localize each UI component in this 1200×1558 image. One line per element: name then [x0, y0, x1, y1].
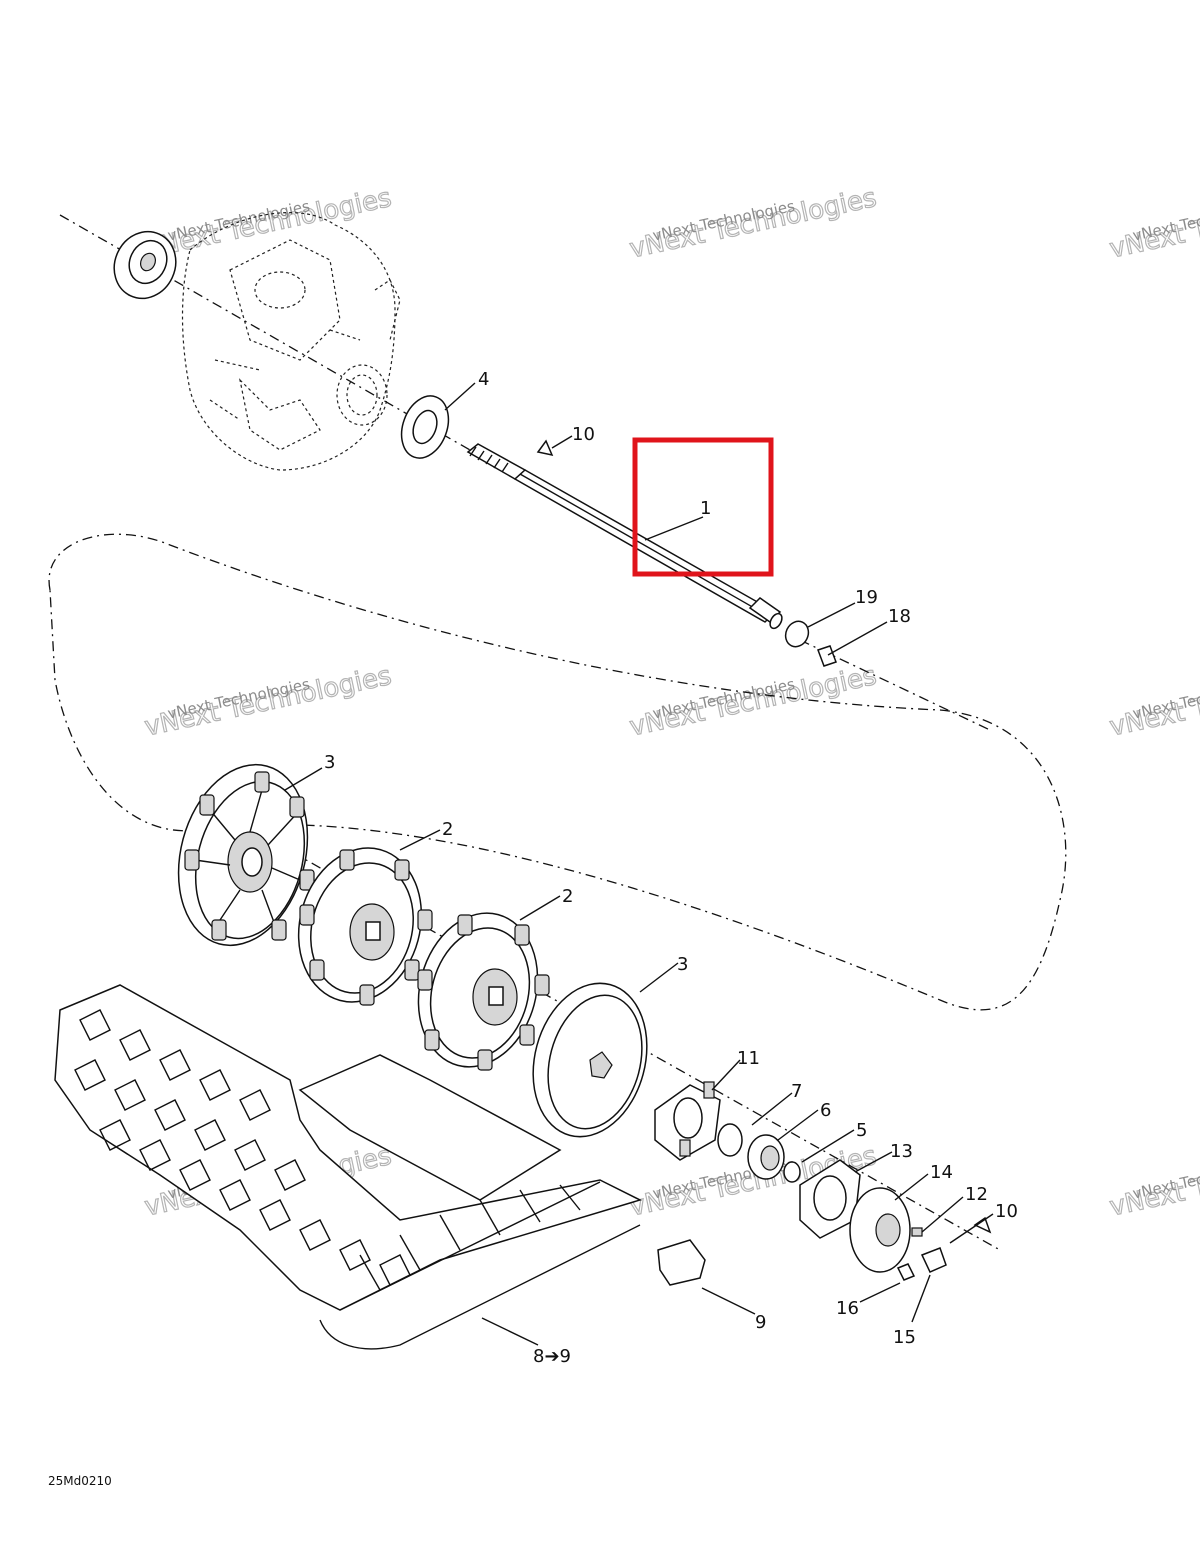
- part-3-sprocket-front: [532, 982, 648, 1138]
- part-18-clip: [817, 645, 837, 667]
- axis-line-upper: [59, 214, 471, 451]
- part-12-screw: [911, 1227, 923, 1237]
- part-11-bolts: [679, 1081, 715, 1157]
- callout-11: 11: [737, 1048, 760, 1069]
- callout-19: 19: [855, 587, 878, 608]
- callout-5: 5: [856, 1120, 867, 1141]
- axis-line-lower: [234, 819, 1001, 1251]
- callout-2: 2: [442, 819, 453, 840]
- part-2-sprocket-b: [417, 912, 550, 1071]
- part-9-clip: [657, 1239, 706, 1286]
- chaincase-housing: [181, 212, 401, 471]
- callout-labels: 1 2 2 3 3 4 5 6 7 8➔9 9 10 10 11 12 13 1…: [324, 369, 1018, 1367]
- callout-18: 18: [888, 606, 911, 627]
- part-4-washer: [400, 395, 450, 459]
- part-15-cap: [920, 1247, 947, 1273]
- callout-7: 7: [791, 1081, 802, 1102]
- callout-13: 13: [890, 1141, 913, 1162]
- diagram-code: 25Md0210: [48, 1474, 112, 1488]
- callout-6: 6: [820, 1100, 831, 1121]
- callout-10: 10: [572, 424, 595, 445]
- part-6-bearing-race: [760, 1145, 780, 1171]
- part-10-fitting-lower: [973, 1216, 992, 1234]
- part-1-drive-axle: [466, 443, 783, 630]
- part-7-spacer: [717, 1123, 743, 1157]
- callout-12: 12: [965, 1184, 988, 1205]
- part-8-track: [54, 984, 643, 1350]
- callout-1: 1: [700, 498, 711, 519]
- callout-4: 4: [478, 369, 489, 390]
- callout-15: 15: [893, 1327, 916, 1348]
- part-16-nut: [896, 1263, 916, 1281]
- callout-8: 8➔9: [533, 1346, 571, 1367]
- highlight-box: [632, 437, 774, 577]
- part-14-cover-hub: [875, 1213, 901, 1247]
- part-10-fitting: [536, 439, 554, 457]
- part-13-housing-bore: [813, 1175, 847, 1221]
- part-19-bushing: [784, 620, 810, 648]
- watermark-group: vNext Technologies vNext Technologies vN…: [141, 182, 1200, 1223]
- part-3-sprocket-rear: [177, 763, 315, 947]
- callout-9: 9: [755, 1312, 766, 1333]
- callout-3: 3: [324, 752, 335, 773]
- track-loop-outline: [48, 533, 1067, 1011]
- part-2-sprocket-a: [297, 847, 433, 1006]
- part-5-ring: [783, 1161, 801, 1183]
- callout-10: 10: [995, 1201, 1018, 1222]
- leader-lines: [284, 382, 994, 1346]
- callout-16: 16: [836, 1298, 859, 1319]
- callout-2: 2: [562, 886, 573, 907]
- callout-3: 3: [677, 954, 688, 975]
- part-11-plate-hole: [673, 1097, 703, 1139]
- chaincase-bearing: [113, 230, 177, 300]
- callout-14: 14: [930, 1162, 953, 1183]
